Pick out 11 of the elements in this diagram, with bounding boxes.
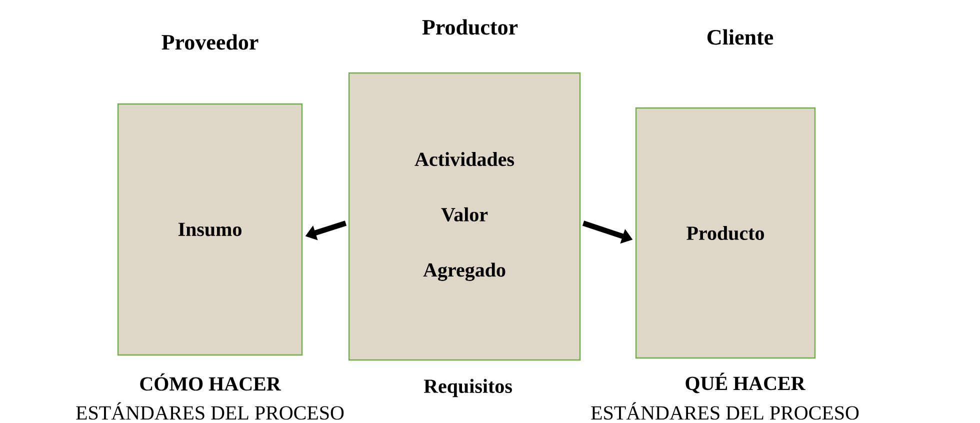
process-box: Actividades Valor Agregado bbox=[348, 72, 581, 361]
process-box: Producto bbox=[635, 107, 816, 359]
caption-text: ESTÁNDARES DEL PROCESO bbox=[76, 402, 344, 420]
heading: Cliente bbox=[707, 29, 774, 45]
caption-heading: Requisitos bbox=[424, 378, 512, 398]
heading: Proveedor bbox=[162, 34, 258, 50]
caption-heading: CÓMO HACER bbox=[140, 373, 282, 391]
caption-text: ESTÁNDARES DEL PROCESO bbox=[591, 402, 859, 420]
caption-heading: QUÉ HACER bbox=[686, 372, 806, 394]
process-box: Insumo bbox=[117, 103, 303, 356]
heading: Productor bbox=[422, 19, 518, 35]
